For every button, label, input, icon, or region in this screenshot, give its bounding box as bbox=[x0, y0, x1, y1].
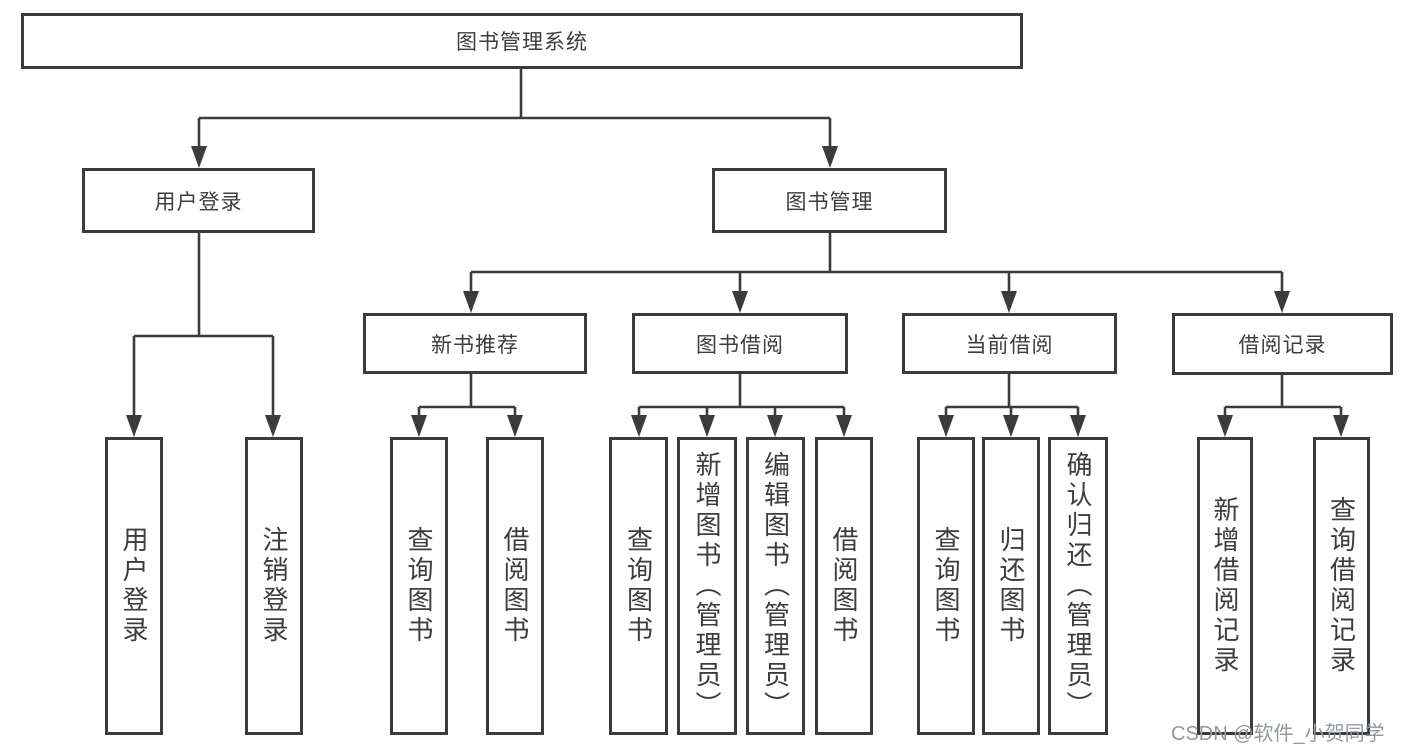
node-user-login: 用户登录 bbox=[82, 168, 315, 233]
leaf-label: 查询图书 bbox=[623, 526, 654, 646]
node-current-borrow: 当前借阅 bbox=[902, 313, 1117, 374]
csdn-watermark: CSDN @软件_小贺同学 bbox=[1171, 723, 1385, 745]
node-new-book-recommend: 新书推荐 bbox=[363, 313, 587, 374]
node-leaf-cb-confirm-return-admin: 确认归还（管理员） bbox=[1048, 437, 1108, 735]
leaf-label: 新增图书（管理员） bbox=[692, 451, 722, 721]
node-book-management: 图书管理 bbox=[712, 168, 947, 233]
leaf-label: 新增借阅记录 bbox=[1210, 496, 1240, 676]
leaf-label: 用户登录 bbox=[119, 526, 149, 646]
leaf-label: 查询图书 bbox=[404, 526, 434, 646]
node-leaf-logout: 注销登录 bbox=[245, 437, 303, 735]
node-book-borrow: 图书借阅 bbox=[632, 313, 848, 374]
leaf-label: 注销登录 bbox=[259, 526, 289, 646]
node-leaf-nbr-borrow-book: 借阅图书 bbox=[486, 437, 544, 735]
node-leaf-nbr-query-book: 查询图书 bbox=[390, 437, 448, 735]
node-leaf-cb-query-book: 查询图书 bbox=[917, 437, 975, 735]
node-leaf-br-add-record: 新增借阅记录 bbox=[1197, 437, 1253, 735]
node-leaf-bb-edit-book-admin: 编辑图书（管理员） bbox=[746, 437, 805, 735]
node-borrow-record: 借阅记录 bbox=[1172, 313, 1393, 375]
node-leaf-bb-query-book: 查询图书 bbox=[609, 437, 668, 735]
leaf-label: 查询借阅记录 bbox=[1326, 496, 1357, 676]
node-leaf-bb-add-book-admin: 新增图书（管理员） bbox=[677, 437, 737, 735]
node-root: 图书管理系统 bbox=[21, 13, 1023, 69]
node-leaf-bb-borrow-book: 借阅图书 bbox=[815, 437, 873, 735]
leaf-label: 确认归还（管理员） bbox=[1063, 451, 1093, 721]
leaf-label: 借阅图书 bbox=[500, 526, 530, 646]
leaf-label: 查询图书 bbox=[931, 526, 961, 646]
leaf-label: 编辑图书（管理员） bbox=[760, 451, 791, 721]
node-leaf-cb-return-book: 归还图书 bbox=[982, 437, 1040, 735]
leaf-label: 归还图书 bbox=[996, 526, 1026, 646]
node-leaf-br-query-record: 查询借阅记录 bbox=[1313, 437, 1370, 735]
leaf-label: 借阅图书 bbox=[829, 526, 859, 646]
node-leaf-user-login: 用户登录 bbox=[105, 437, 163, 735]
